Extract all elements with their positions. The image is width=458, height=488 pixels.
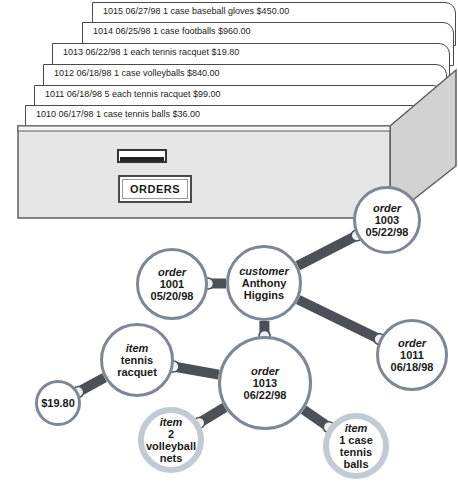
text-group: item2 volleyball nets	[148, 416, 194, 464]
entity-type: customer	[239, 265, 289, 277]
entity-value: 1011 06/18/98	[384, 349, 440, 373]
text-group: customerAnthony Higgins	[233, 265, 295, 301]
text-group: itemtennis racquet	[109, 342, 165, 378]
order-record: 1012 06/18/98 1 case volleyballs $840.00	[54, 68, 220, 79]
entity-circle: $19.80	[35, 380, 81, 426]
text-group: 1013 06/22/98 1 each tennis racquet $19.…	[63, 47, 449, 58]
circle-shape	[220, 338, 311, 429]
drawer-label-text: ORDERS	[130, 183, 180, 195]
entity-circle: order1001 05/20/98	[136, 248, 208, 320]
text-group: 1015 06/27/98 1 case baseball gloves $45…	[103, 6, 455, 17]
entity-circle: itemtennis racquet	[100, 323, 174, 397]
text-group: 1012 06/18/98 1 case volleyballs $840.00	[54, 68, 446, 79]
entity-type: item	[160, 416, 183, 428]
relation-connector	[78, 378, 104, 392]
entity-value: 1013 06/22/98	[237, 377, 293, 401]
order-record: 1011 06/18/98 5 each tennis racquet $99.…	[45, 89, 220, 100]
entity-circle: order1003 05/22/98	[353, 186, 421, 254]
order-record: 1013 06/22/98 1 each tennis racquet $19.…	[63, 47, 239, 58]
text-group: $19.80	[36, 397, 80, 409]
circle-shape	[37, 382, 80, 425]
relation-connector	[298, 236, 357, 266]
text-group: item1 case tennis balls	[334, 422, 378, 470]
relation-connector	[304, 410, 329, 427]
order-card: 1010 06/17/98 1 case tennis balls $36.00	[25, 105, 441, 149]
order-record: 1010 06/17/98 1 case tennis balls $36.00	[36, 109, 200, 120]
relation-connector	[298, 300, 379, 340]
entity-circle: item1 case tennis balls	[323, 413, 389, 479]
circle-shape	[228, 247, 301, 320]
drawer-handle	[118, 150, 166, 162]
drawer-label: ORDERS	[118, 175, 192, 203]
text-group: 1010 06/17/98 1 case tennis balls $36.00	[36, 109, 440, 120]
entity-value: tennis racquet	[109, 354, 165, 378]
entity-circle: customerAnthony Higgins	[226, 245, 302, 321]
circle-shape	[102, 325, 173, 396]
relation-connector	[173, 367, 218, 375]
entity-value: Anthony Higgins	[233, 277, 295, 301]
text-group: order1011 06/18/98	[384, 337, 440, 373]
text-group: ORDERS	[130, 183, 180, 195]
entity-value: 2 volleyball nets	[146, 428, 196, 464]
entity-value: 1003 05/22/98	[359, 214, 415, 238]
relation-connector	[259, 321, 269, 336]
entity-circle: order1013 06/22/98	[218, 336, 312, 430]
text-group: order1003 05/22/98	[359, 202, 415, 238]
circle-shape	[355, 188, 420, 253]
entity-type: order	[398, 337, 426, 349]
circle-shape	[141, 410, 201, 470]
text-group: order1001 05/20/98	[144, 266, 200, 302]
entity-type: order	[251, 365, 279, 377]
text-group: 1011 06/18/98 5 each tennis racquet $99.…	[45, 89, 443, 100]
order-record: 1014 06/25/98 1 case footballs $960.00	[93, 26, 251, 37]
entity-type: order	[373, 202, 401, 214]
entity-circle: order1011 06/18/98	[376, 319, 448, 391]
relation-connector	[199, 407, 225, 423]
order-record: 1015 06/27/98 1 case baseball gloves $45…	[103, 6, 289, 17]
drawer-handle-grip	[120, 157, 164, 161]
relation-connector	[208, 278, 226, 288]
entity-circle: item2 volleyball nets	[138, 407, 204, 473]
entity-value: 1 case tennis balls	[334, 434, 378, 470]
circle-shape	[378, 321, 447, 390]
text-group: 1014 06/25/98 1 case footballs $960.00	[93, 26, 453, 37]
text-group: order1013 06/22/98	[237, 365, 293, 401]
entity-type: item	[126, 342, 149, 354]
entity-type: item	[345, 422, 368, 434]
entity-type: order	[158, 266, 186, 278]
circle-shape	[326, 416, 386, 476]
circle-shape	[138, 250, 207, 319]
entity-value: $19.80	[41, 397, 75, 409]
entity-value: 1001 05/20/98	[144, 278, 200, 302]
